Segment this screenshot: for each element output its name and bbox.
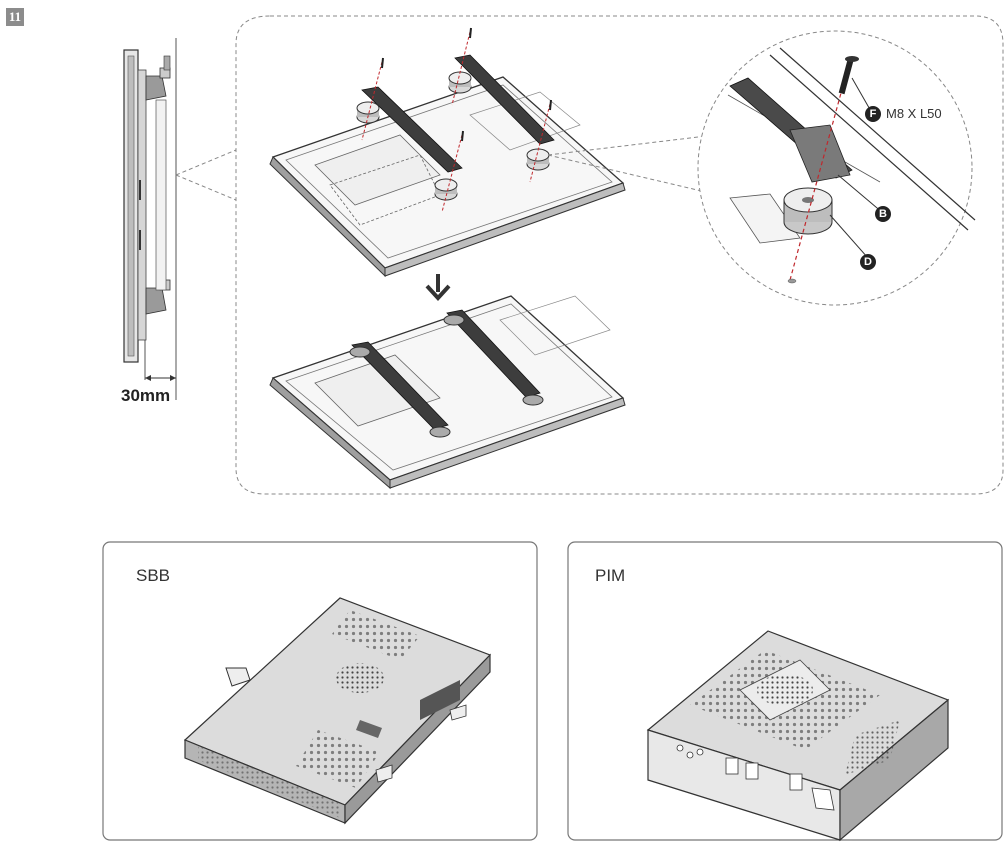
callout-f-letter: F: [869, 108, 877, 120]
callout-b-marker: [875, 206, 891, 222]
detail-region-outline: [235, 15, 1004, 495]
callout-f-spec: M8 X L50: [886, 106, 942, 121]
sbb-title: SBB: [136, 566, 171, 585]
display-panel-before: [269, 27, 626, 278]
display-panel-after: [269, 295, 626, 490]
callout-d-marker: [860, 254, 876, 270]
down-arrow-icon: [425, 274, 451, 301]
sbb-device-illustration: [183, 597, 492, 825]
callout-b-letter: B: [879, 208, 887, 220]
callout-d-letter: D: [864, 256, 872, 268]
callout-f-marker: [865, 106, 881, 122]
dimension-label: 30mm: [121, 386, 171, 405]
pim-box-frame: [567, 541, 1003, 841]
zoom-detail: [697, 30, 976, 306]
sbb-box-frame: [102, 541, 538, 841]
side-view-illustration: [123, 38, 177, 400]
step-number-badge: 11: [6, 8, 24, 26]
pim-device-illustration: [646, 630, 950, 842]
pim-title: PIM: [595, 566, 626, 585]
